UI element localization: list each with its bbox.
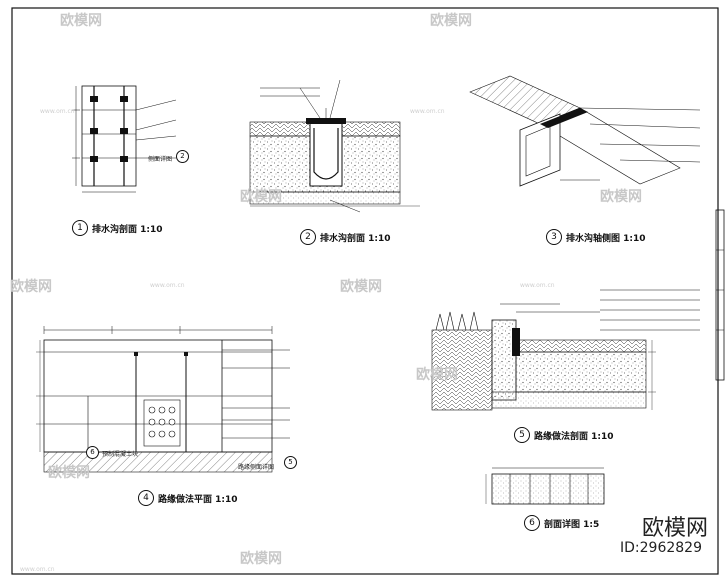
drawing-5-number: 5 [514, 427, 530, 443]
watermark-url: www.om.cn [410, 108, 445, 115]
watermark: 欧模网 [600, 189, 642, 205]
drawing-5-section [431, 289, 700, 411]
watermark-url: www.om.cn [20, 566, 55, 573]
callout-2-label: 侧面详图 [148, 156, 173, 163]
watermark-url: www.om.cn [520, 282, 555, 289]
drawing-1-title: 排水沟剖面 1:10 [92, 225, 163, 235]
drawing-6-detail [485, 467, 605, 505]
brand-logo: 欧模网 [641, 516, 708, 541]
watermark: 欧模网 [60, 13, 102, 29]
callout-2-number: 2 [176, 150, 189, 163]
callout-6-number: 6 [86, 446, 99, 459]
title-block [715, 209, 725, 381]
drawing-4-plan [36, 326, 290, 473]
drawing-6-title: 剖面详图 1:5 [544, 520, 600, 530]
drawing-4-title: 路缘做法平面 1:10 [158, 495, 238, 505]
drawing-5-title: 路缘做法剖面 1:10 [534, 432, 614, 442]
watermark-url: www.om.cn [150, 282, 185, 289]
watermark: 欧模网 [240, 189, 282, 205]
watermark: 欧模网 [10, 279, 52, 295]
drawing-3-title: 排水沟轴侧图 1:10 [566, 234, 646, 244]
watermark-url: www.om.cn [40, 108, 75, 115]
brand-id: ID:2962829 [620, 540, 702, 556]
drawing-1-section [72, 85, 177, 193]
callout-6-label: 预制混凝土块 [102, 451, 139, 458]
drawing-3-axonometric [469, 75, 701, 187]
drawing-4-number: 4 [138, 490, 154, 506]
drawing-6-number: 6 [524, 515, 540, 531]
watermark: 欧模网 [416, 367, 458, 383]
watermark: 欧模网 [240, 551, 282, 567]
drawing-2-section [249, 79, 420, 213]
watermark: 欧模网 [430, 13, 472, 29]
callout-5-label: 路缘侧面详图 [238, 464, 275, 471]
drawing-2-title: 排水沟剖面 1:10 [320, 234, 391, 244]
drawing-2-number: 2 [300, 229, 316, 245]
watermark: 欧模网 [48, 465, 90, 481]
watermark: 欧模网 [340, 279, 382, 295]
drawing-3-number: 3 [546, 229, 562, 245]
drawing-1-number: 1 [72, 220, 88, 236]
callout-5-number: 5 [284, 456, 297, 469]
